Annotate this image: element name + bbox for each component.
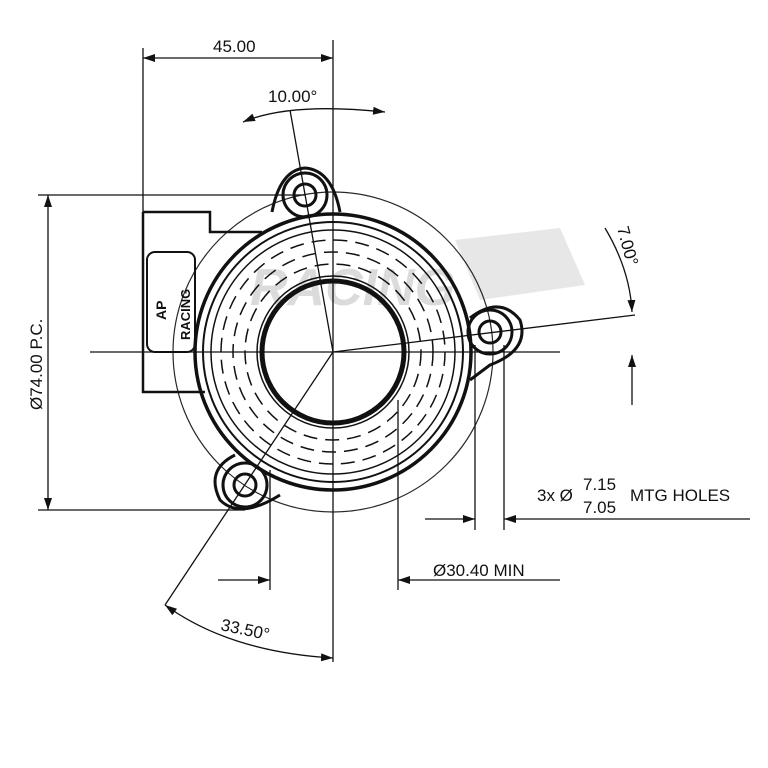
holes-prefix: 3x Ø bbox=[537, 486, 573, 505]
width-dimension-label: 45.00 bbox=[213, 37, 256, 56]
mounting-holes-callout: 3x Ø 7.15 7.05 MTG HOLES bbox=[537, 475, 730, 517]
bottom-angle-label: 33.50° bbox=[219, 615, 271, 644]
checkered-flag-icon bbox=[455, 228, 585, 300]
bore-dimension-label: Ø30.40 MIN bbox=[433, 561, 525, 580]
holes-lower-tolerance: 7.05 bbox=[583, 498, 616, 517]
holes-upper-tolerance: 7.15 bbox=[583, 475, 616, 494]
ap-racing-part-logo: AP RACING bbox=[153, 289, 193, 340]
dimension-lines bbox=[38, 48, 750, 662]
holes-suffix: MTG HOLES bbox=[630, 486, 730, 505]
logo-racing: RACING bbox=[178, 289, 193, 340]
right-angle-label: 7.00° bbox=[613, 224, 642, 267]
logo-ap: AP bbox=[153, 301, 169, 320]
watermark-text: RACING bbox=[250, 259, 455, 317]
top-angle-label: 10.00° bbox=[268, 87, 317, 106]
pcd-dimension-label: Ø74.00 P.C. bbox=[27, 319, 46, 410]
center-lines bbox=[90, 40, 636, 662]
watermark-logo: RACING bbox=[250, 228, 585, 317]
